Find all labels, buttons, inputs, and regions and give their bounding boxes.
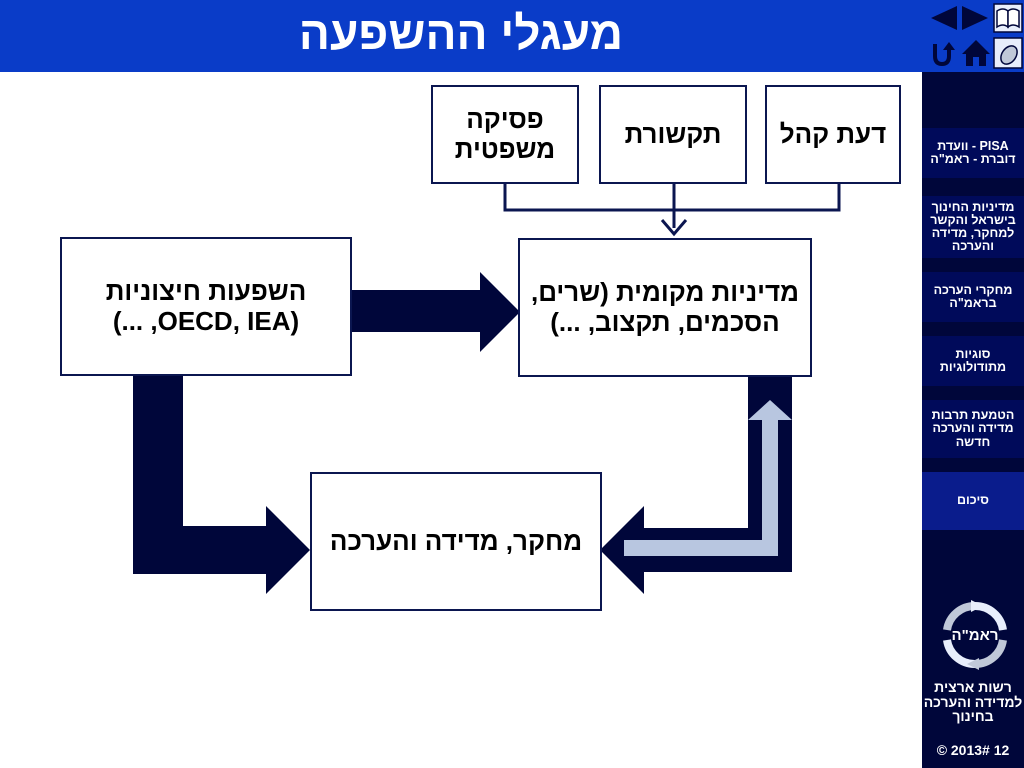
page-title: מעגלי ההשפעה	[298, 7, 624, 59]
title-bar	[0, 0, 922, 72]
box-external-influences: השפעות חיצוניות (OECD, IEA, ...)	[60, 237, 352, 376]
arrow-external-to-policy	[350, 272, 520, 352]
box-judicial-ruling: פסיקה משפטית	[431, 85, 579, 184]
diagram-arrows	[133, 183, 841, 594]
top-connector-arrowhead	[660, 219, 688, 237]
arrow-policy-to-research	[600, 376, 792, 594]
organization-name: רשות ארצית למדידה והערכה בחינוך	[923, 679, 1023, 725]
logo-text: ראמ"ה	[951, 627, 998, 644]
back-arrow-icon[interactable]	[927, 4, 959, 32]
nav-item-summary[interactable]: סיכום	[922, 472, 1024, 530]
box-media: תקשורת	[599, 85, 747, 184]
nav-item-measurement-culture[interactable]: הטמעת תרבות מדידה והערכה חדשה	[922, 400, 1024, 458]
box-research: מחקר, מדידה והערכה	[310, 472, 602, 611]
return-icon[interactable]	[927, 38, 957, 68]
mouse-icon[interactable]	[993, 37, 1023, 69]
book-icon[interactable]	[993, 3, 1023, 33]
nav-item-education-policy[interactable]: מדיניות החינוך בישראל והקשר למחקר, מדידה…	[922, 196, 1024, 258]
arrow-research-to-policy	[624, 400, 792, 556]
arrow-external-to-research	[133, 376, 310, 594]
forward-arrow-icon[interactable]	[960, 4, 992, 32]
box-local-policy: מדיניות מקומית (שרים, הסכמים, תקצוב, ...…	[518, 238, 812, 377]
home-icon[interactable]	[960, 38, 992, 68]
nav-item-methodological-issues[interactable]: סוגיות מתודולוגיות	[922, 336, 1024, 386]
rama-logo: ראמ"ה	[943, 600, 1007, 670]
nav-item-pisa[interactable]: PISA - וועדת דוברת - ראמ"ה	[922, 128, 1024, 178]
nav-item-evaluation-research[interactable]: מחקרי הערכה בראמ"ה	[922, 272, 1024, 322]
box-public-opinion: דעת קהל	[765, 85, 901, 184]
copyright: © 2013# 12	[936, 742, 1010, 758]
top-connector-line	[503, 183, 841, 212]
